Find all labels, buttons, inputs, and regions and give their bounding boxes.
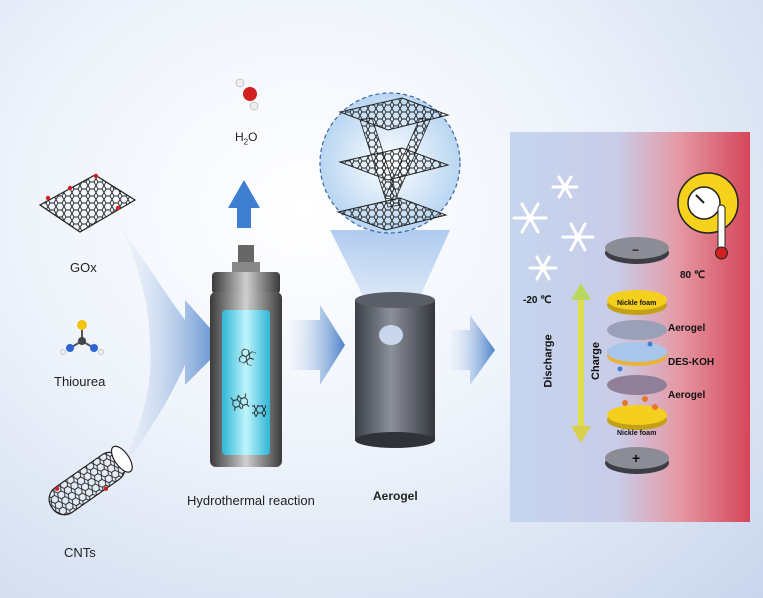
label-cold-temperature: -20 ℃ (523, 295, 552, 306)
label-water: H2O (235, 130, 257, 146)
aerogel-cylinder-icon (355, 292, 435, 448)
magnifier-cone (330, 230, 450, 330)
label-electrolyte: DES-KOH (668, 357, 715, 368)
charge-discharge-arrow (571, 283, 591, 443)
label-charge: Charge (589, 342, 602, 380)
battery-stack (605, 237, 669, 474)
label-aerogel-bottom: Aerogel (668, 390, 706, 401)
water-subscript: 2 (243, 137, 249, 147)
label-discharge: Discharge (542, 334, 555, 388)
snowflake-icons (512, 175, 595, 281)
flow-arrow-reactor (290, 305, 345, 385)
label-hydrothermal-reaction: Hydrothermal reaction (187, 493, 315, 508)
thiourea-molecule-icon (60, 320, 104, 355)
hydrothermal-reactor-icon (210, 245, 282, 467)
layered-graphene-icon (336, 97, 450, 231)
sun-thermometer-icon (677, 172, 739, 260)
carbon-nanotube-icon (48, 445, 133, 516)
label-hot-temperature: 80 ℃ (680, 270, 706, 281)
aerogel-structure-bubble (319, 92, 461, 330)
flow-arrow-inputs (120, 225, 225, 470)
label-cnts: CNTs (64, 545, 96, 560)
vapor-arrow (228, 180, 260, 228)
water-molecule-icon (235, 78, 259, 111)
label-gox: GOx (70, 260, 97, 275)
label-thiourea: Thiourea (54, 374, 106, 389)
label-plus: + (632, 450, 641, 466)
label-aerogel-top: Aerogel (668, 323, 706, 334)
label-nickel-foam-top: Nickle foam (617, 300, 657, 307)
water-prefix: H (235, 130, 244, 144)
label-minus: − (632, 243, 640, 257)
label-aerogel: Aerogel (373, 489, 418, 503)
flow-arrow-aerogel (450, 315, 495, 385)
water-suffix: O (248, 130, 258, 144)
graphene-oxide-icon (38, 173, 137, 233)
label-nickel-foam-bottom: Nickle foam (617, 430, 657, 437)
